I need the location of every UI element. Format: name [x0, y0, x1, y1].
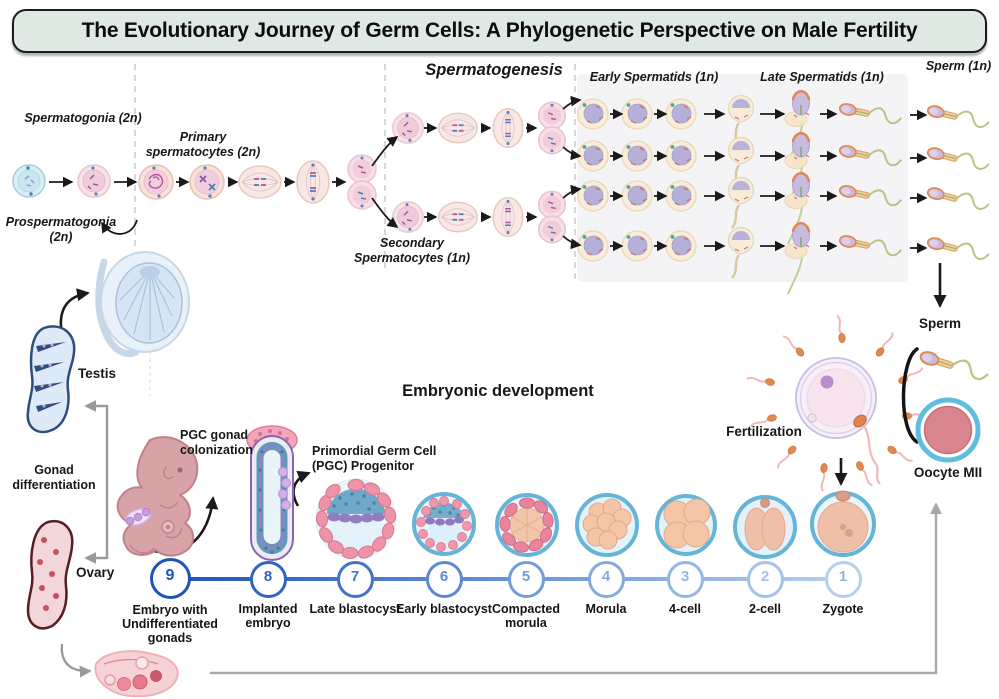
timeline-stage-number: 9: [149, 558, 191, 599]
fertilization-illustration: [745, 313, 931, 493]
embryo-1-zygote-illustration: [810, 490, 876, 557]
gonad-differentiation-label: Gonad differentiation: [12, 463, 96, 492]
timeline-stage-label: Zygote: [822, 602, 864, 616]
spermatogonium-cell: [77, 164, 111, 198]
embryo-2-two-cell-illustration: [733, 495, 797, 559]
embryo-8-implanted-illustration: [246, 425, 298, 561]
spermatogenesis-arrows: [49, 95, 928, 254]
timeline-stage-number: 8: [249, 561, 287, 598]
title-banner: The Evolutionary Journey of Germ Cells: …: [12, 9, 987, 53]
timeline-stage-label: Embryo with Undifferentiated gonads: [122, 603, 218, 645]
pgc-colonization-label: PGC gonad colonization: [180, 428, 253, 457]
testis-anatomy-illustration: [95, 251, 190, 396]
timeline-stage-5: 5 Compacted morula: [461, 561, 591, 632]
timeline-stage-number: 1: [824, 561, 862, 598]
timeline-stage-2: 2 2-cell: [700, 561, 830, 618]
timeline-stage-number: 7: [336, 561, 374, 598]
pgc-progenitor-label: Primordial Germ Cell (PGC) Progenitor: [312, 444, 437, 473]
ovary-label: Ovary: [76, 565, 115, 580]
embryo-4-morula-illustration: [575, 493, 639, 557]
oocyte-mii-illustration: [915, 397, 981, 463]
prospermatogonium-cell: [12, 164, 46, 198]
timeline-stage-label: Early blastocyst: [396, 602, 492, 616]
timeline-line: [170, 577, 843, 581]
timeline-stage-9: 9 Embryo with Undifferentiated gonads: [105, 558, 235, 647]
timeline-stage-1: 1 Zygote: [778, 561, 908, 618]
timeline-stage-label: Compacted morula: [491, 602, 561, 630]
page-title: The Evolutionary Journey of Germ Cells: …: [81, 19, 918, 42]
timeline-stage-label: Implanted embryo: [238, 602, 298, 630]
timeline-stage-label: 4-cell: [669, 602, 701, 616]
primary-spermatocytes-label: Primary spermatocytes (2n): [145, 130, 261, 159]
testis-label: Testis: [78, 366, 117, 381]
timeline-stage-label: Morula: [585, 602, 627, 616]
gamete-bracket: [901, 347, 919, 444]
timeline-stage-number: 2: [746, 561, 784, 598]
sperm-1n-label: Sperm (1n): [925, 59, 992, 73]
fertilization-label: Fertilization: [726, 424, 802, 439]
ovary-tissue-illustration: [94, 650, 179, 698]
embryo-6-early-blastocyst-illustration: [412, 492, 476, 556]
secondary-spermatocyte-cells: [392, 101, 567, 244]
timeline-stage-8: 8 Implanted embryo: [203, 561, 333, 632]
sperm-gamete-illustration: [917, 346, 991, 384]
timeline-stage-number: 6: [425, 561, 463, 598]
prospermatogonia-label: Prospermatogonia (2n): [5, 215, 117, 244]
spermatogonia-label: Spermatogonia (2n): [24, 111, 142, 125]
ovary-organ: [26, 519, 74, 630]
early-spermatids-label: Early Spermatids (1n): [589, 70, 719, 84]
spermatogenesis-heading: Spermatogenesis: [425, 61, 563, 79]
secondary-spermatocytes-label: Secondary Spermatocytes (1n): [353, 236, 470, 265]
timeline-stage-label: 2-cell: [749, 602, 781, 616]
timeline-stage-6: 6 Early blastocyst: [379, 561, 509, 618]
late-spermatids-label: Late Spermatids (1n): [760, 70, 884, 84]
timeline-stage-4: 4 Morula: [541, 561, 671, 618]
embryo-3-four-cell-illustration: [655, 494, 717, 556]
timeline-stage-label: Late blastocyst: [309, 602, 401, 616]
embryo-9-illustration: [116, 436, 199, 557]
testis-organ: [26, 325, 76, 434]
embryo-7-late-blastocyst-illustration: [315, 478, 397, 560]
embryo-5-compacted-morula-illustration: [495, 493, 559, 557]
sperm-label: Sperm: [918, 316, 962, 331]
timeline-stage-number: 3: [666, 561, 704, 598]
timeline-stage-number: 5: [507, 561, 545, 598]
oocyte-mii-label: Oocyte MII: [913, 465, 983, 480]
oocyte-feedback-connector: [210, 502, 942, 675]
timeline-stage-3: 3 4-cell: [620, 561, 750, 618]
mature-sperm-column: [925, 101, 992, 263]
timeline-stage-7: 7 Late blastocyst: [290, 561, 420, 618]
embryonic-development-heading: Embryonic development: [402, 382, 594, 400]
gonad-differentiation-connector: [60, 400, 109, 678]
timeline-stage-number: 4: [587, 561, 625, 598]
